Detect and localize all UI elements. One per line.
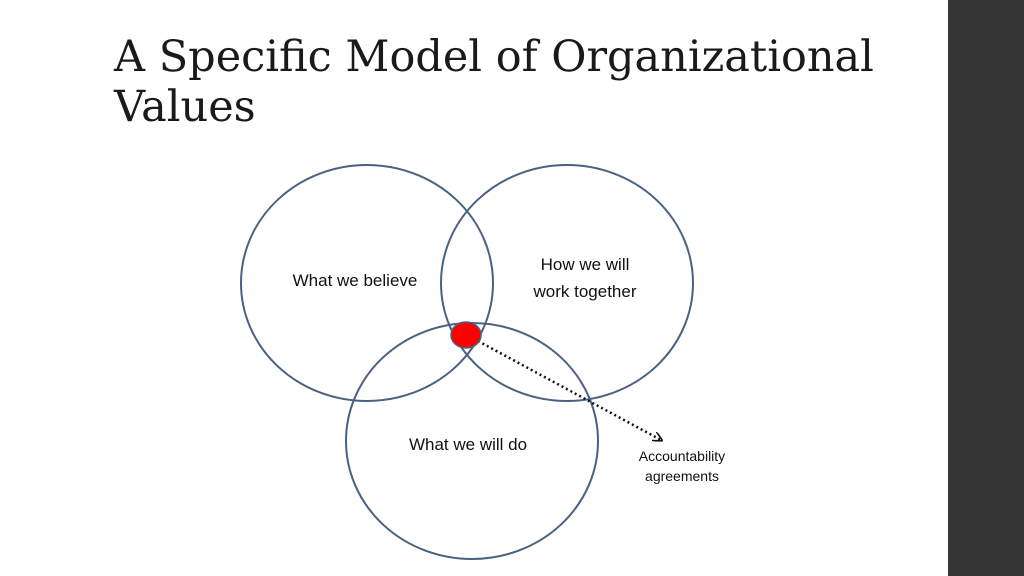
venn-diagram: What we believe How we will work togethe… <box>240 164 725 560</box>
right-sidebar-bar <box>948 0 1024 576</box>
circle-label-what-we-believe: What we believe <box>293 271 418 290</box>
circle-what-we-believe <box>240 164 494 402</box>
intersection-marker <box>450 321 482 349</box>
dotted-arrow-connector <box>477 339 661 440</box>
circle-label-what-we-will-do: What we will do <box>409 435 527 454</box>
slide-title: A Specific Model of Organizational Value… <box>114 32 914 132</box>
annotation-line-2: agreements <box>645 468 719 484</box>
circle-how-we-will-work-together <box>440 164 694 402</box>
slide-title-line-2: Values <box>114 82 256 132</box>
circle-label-how-we-will-line-1: How we will <box>541 255 630 274</box>
annotation-line-1: Accountability <box>639 448 725 464</box>
circle-label-how-we-will-line-2: work together <box>533 282 637 301</box>
slide-title-line-1: A Specific Model of Organizational <box>114 32 874 82</box>
